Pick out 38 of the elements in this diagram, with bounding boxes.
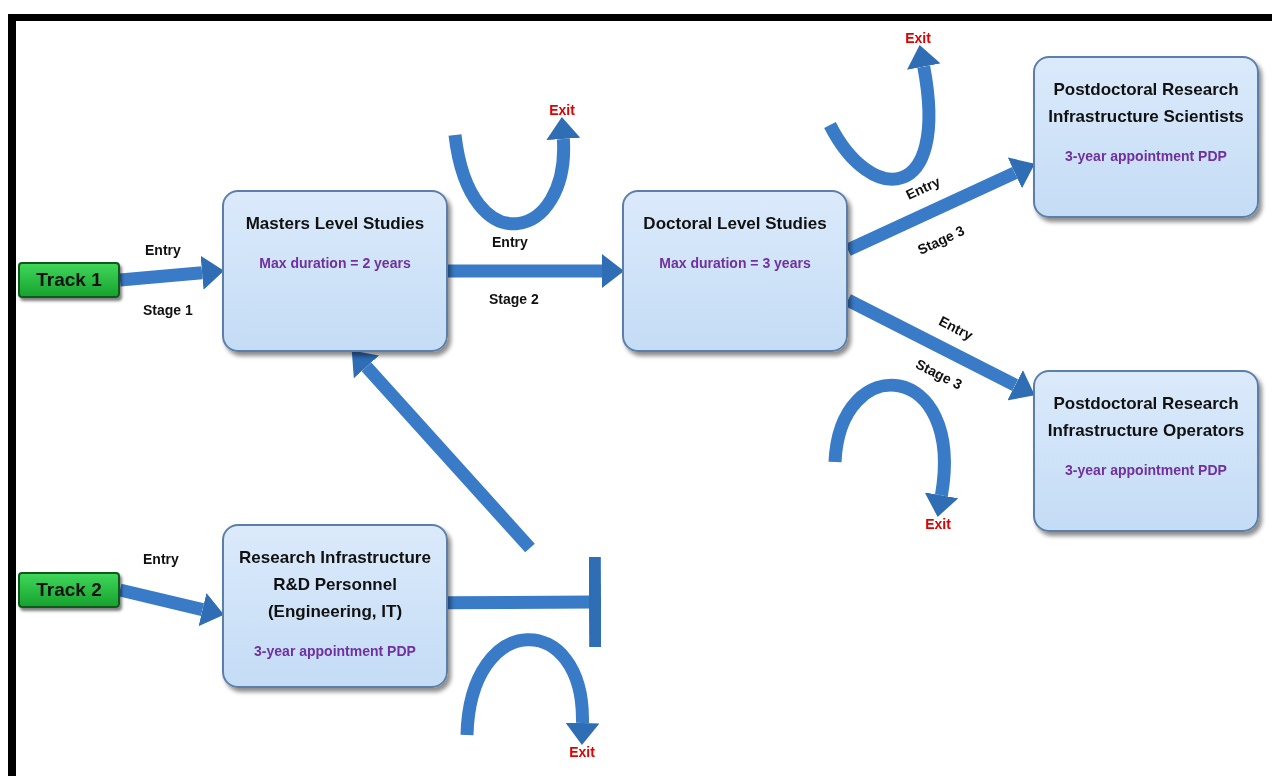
arrow <box>119 255 224 290</box>
edge-label: Entry <box>903 173 943 203</box>
curved-arrow <box>824 44 941 186</box>
track-box <box>18 262 120 298</box>
stage-title: Research Infrastructure R&D Personnel (Engineering, IT) <box>238 547 432 623</box>
track-label: Track 2 <box>36 579 102 601</box>
exit-label: Exit <box>898 29 938 47</box>
stage-title: Postdoctoral Research Infrastructure Operators <box>1046 393 1246 442</box>
stage-note: Max duration = 2 years <box>258 255 412 271</box>
stage-label: Stage 1 <box>143 302 193 318</box>
stage-note: 3-year appointment PDP <box>1064 462 1228 478</box>
stage-note: 3-year appointment PDP <box>1064 148 1228 164</box>
curved-arrow <box>448 116 581 230</box>
stage-title: Masters Level Studies <box>244 213 426 235</box>
exit-label: Exit <box>562 743 602 761</box>
track-label: Track 1 <box>36 269 102 291</box>
stage-note: Max duration = 3 years <box>658 255 812 271</box>
stage-title: Doctoral Level Studies <box>642 213 828 235</box>
stage-label: Stage 3 <box>914 222 967 258</box>
curved-arrow <box>828 379 959 518</box>
stage-note: 3-year appointment PDP <box>253 643 417 659</box>
edge-label: Entry <box>143 551 179 567</box>
stage-box <box>1033 370 1259 532</box>
stage-title: Postdoctoral Research Infrastructure Scientists <box>1047 79 1245 128</box>
arrow <box>118 583 224 627</box>
curved-arrow <box>460 633 600 745</box>
stage-label: Stage 2 <box>489 291 539 307</box>
stage-box <box>1033 56 1259 218</box>
track-box <box>18 572 120 608</box>
stage-box <box>222 190 448 352</box>
stage-box <box>222 524 448 688</box>
edge-label: Entry <box>145 242 181 258</box>
exit-label: Exit <box>542 101 582 119</box>
exit-label: Exit <box>918 515 958 533</box>
edge-label: Entry <box>492 234 528 250</box>
arrow <box>351 350 535 553</box>
stage-box <box>622 190 848 352</box>
arrow <box>448 254 624 288</box>
